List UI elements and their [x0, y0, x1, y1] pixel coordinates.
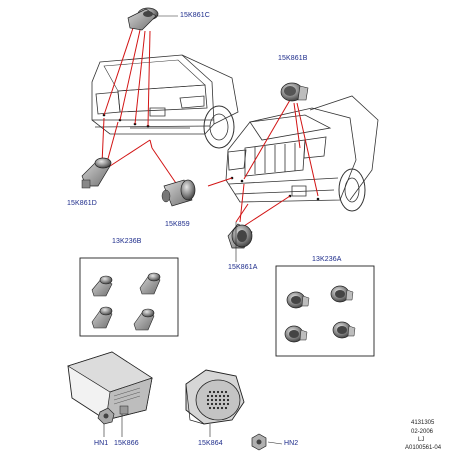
ref-date: 02-2006 [411, 429, 434, 435]
label-15K861C: 15K861C [180, 12, 210, 19]
nut-HN2 [251, 433, 267, 451]
label-15K859: 15K859 [165, 221, 190, 228]
label-13K236B: 13K236B [112, 238, 142, 245]
sensor-15K859 [161, 179, 196, 207]
sensor-15K861A [227, 223, 253, 249]
ref-number: 4131305 [411, 420, 435, 426]
sensor-15K861C [127, 7, 159, 31]
label-15K861A: 15K861A [228, 264, 258, 271]
label-15K866: 15K866 [114, 440, 139, 447]
label-leader-lines [103, 15, 283, 445]
vehicle-front-drawing [225, 95, 379, 212]
vehicle-rear-drawing [91, 54, 239, 149]
label-HN2: HN2 [284, 440, 299, 447]
label-15K861D: 15K861D [67, 200, 97, 207]
label-13K236A: 13K236A [312, 256, 342, 263]
control-module-15K866 [67, 351, 153, 421]
ref-code: LJ [418, 437, 425, 443]
nut-HN1 [97, 407, 115, 425]
kit-13K236B-box [79, 257, 179, 337]
label-HN1: HN1 [94, 440, 109, 447]
label-15K864: 15K864 [198, 440, 223, 447]
label-15K861B: 15K861B [278, 55, 308, 62]
kit-13K236A-box [275, 265, 375, 357]
sensor-15K861D [81, 157, 112, 189]
ref-id: A0100561-04 [405, 445, 442, 451]
sounder-15K864 [185, 369, 245, 425]
sensor-15K861B [280, 82, 309, 102]
